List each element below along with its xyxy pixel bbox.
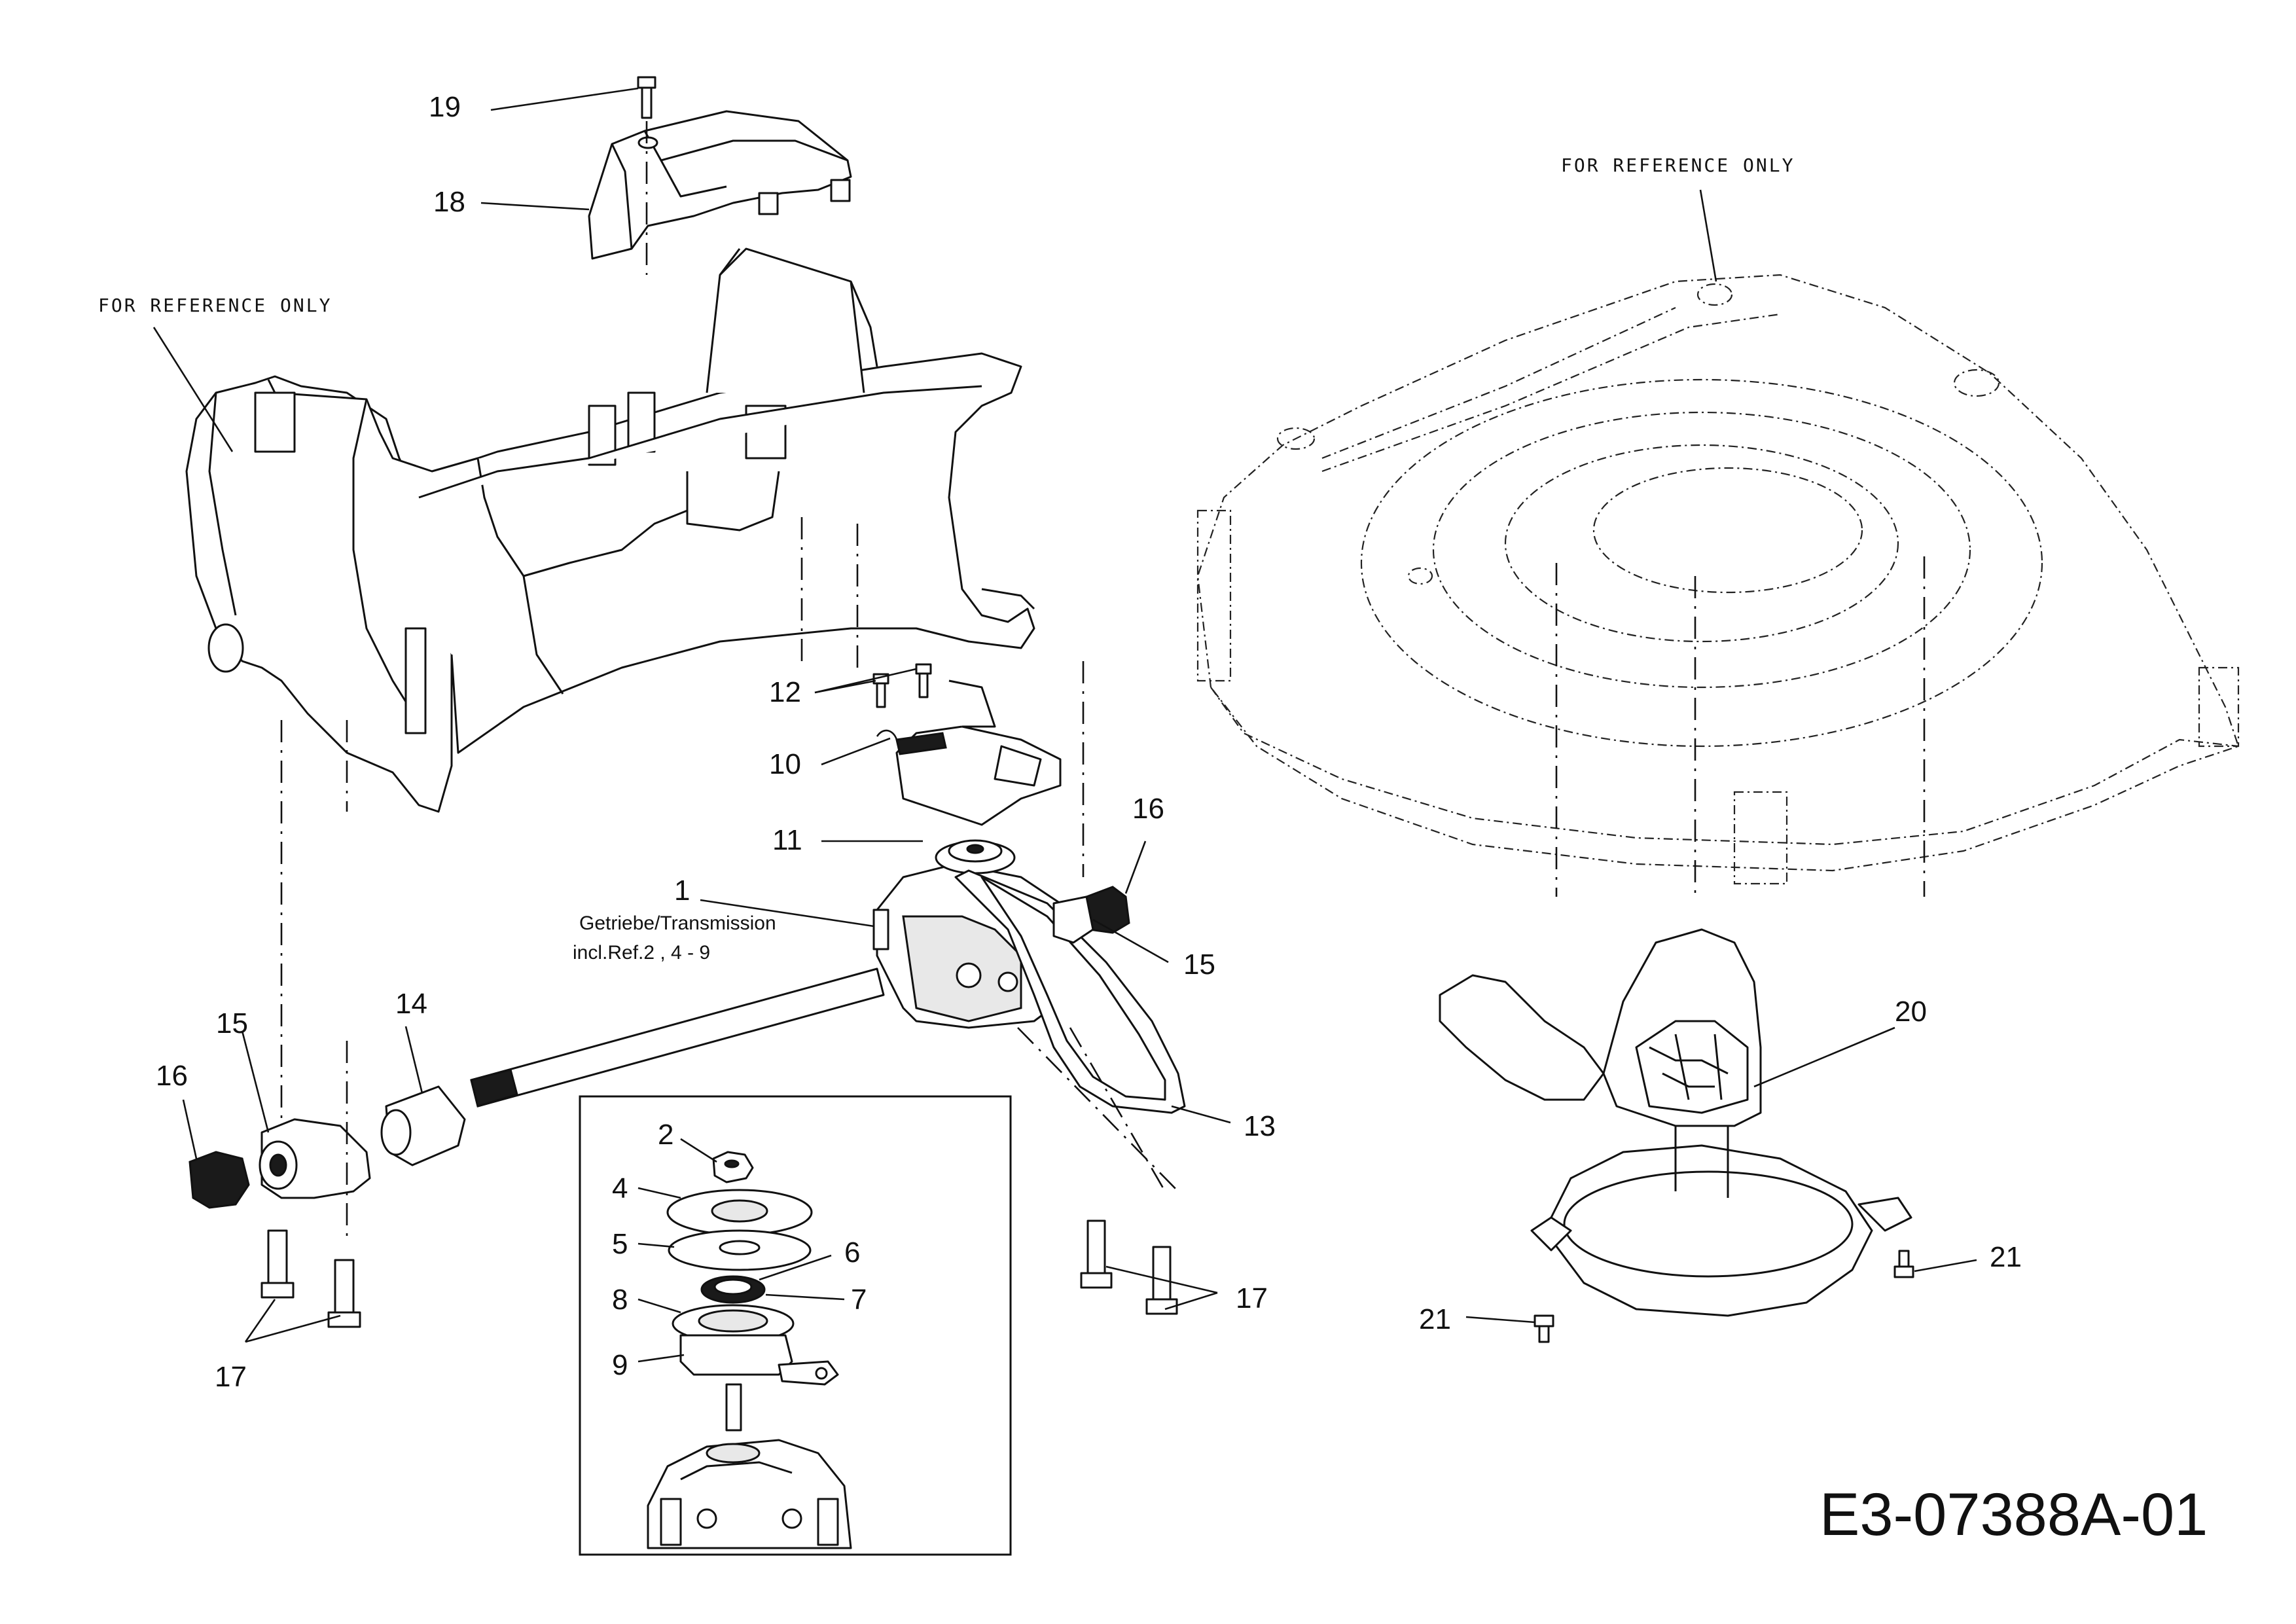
leader-line (1171, 1105, 1231, 1124)
screw-part-19 (637, 76, 656, 119)
callout-15-left: 15 (216, 1007, 248, 1039)
callout-1: 1 (674, 875, 690, 907)
callout-21-right: 21 (1990, 1241, 2022, 1273)
leader-line (245, 1314, 341, 1343)
callout-15-right: 15 (1183, 948, 1215, 981)
cover-part-18 (588, 110, 852, 260)
bolts-part-17-right (1080, 1219, 1178, 1315)
transmission-note-line2: incl.Ref.2 , 4 - 9 (573, 942, 710, 964)
leader-line (1105, 1265, 1218, 1294)
callout-11: 11 (772, 824, 802, 856)
leader-line (1124, 840, 1147, 894)
leader-line (700, 899, 874, 928)
leader-line (490, 87, 639, 111)
screw-part-21-left (1534, 1314, 1554, 1343)
callout-9: 9 (612, 1349, 628, 1381)
leader-line (404, 1026, 423, 1094)
callout-20: 20 (1895, 996, 1927, 1028)
callout-16-right: 16 (1132, 793, 1164, 825)
leader-line (637, 1354, 685, 1363)
bolts-part-17-left (260, 1229, 361, 1328)
bearing-part-15-left (259, 1118, 371, 1199)
leader-line (637, 1187, 681, 1199)
callout-5: 5 (612, 1228, 628, 1260)
bracket-part-11 (895, 679, 1062, 826)
pinion-part-16-left (188, 1151, 250, 1209)
callout-8: 8 (612, 1284, 628, 1316)
callout-2: 2 (658, 1119, 673, 1151)
callout-6: 6 (844, 1236, 860, 1269)
leader-line (680, 1138, 717, 1163)
leader-line (821, 737, 891, 766)
inset-frame (579, 1095, 1012, 1556)
callout-17-left: 17 (215, 1361, 247, 1393)
leader-line (814, 668, 917, 694)
ring-part-6-7 (700, 1275, 766, 1304)
callout-21-left: 21 (1419, 1303, 1451, 1335)
callout-14: 14 (395, 988, 427, 1020)
callout-16-left: 16 (156, 1060, 188, 1092)
leader-line (182, 1099, 198, 1159)
leader-line (765, 1293, 845, 1301)
leader-line (637, 1298, 681, 1314)
callout-17-right: 17 (1236, 1282, 1268, 1314)
leader-line (1914, 1259, 1977, 1272)
output-shaft (725, 1383, 742, 1432)
leader-line (1699, 189, 1717, 282)
gearbox-detail (647, 1439, 852, 1549)
callout-13: 13 (1244, 1110, 1276, 1142)
disc-part-5 (668, 1229, 812, 1271)
transmission-note-line1: Getriebe/Transmission (579, 912, 776, 934)
reference-note-left: FOR REFERENCE ONLY (98, 295, 332, 316)
assembly-axis (1069, 1027, 1166, 1192)
chassis-frame (185, 247, 1035, 813)
leader-line (1465, 1316, 1535, 1324)
housing-part-9 (679, 1334, 839, 1386)
axle (470, 967, 885, 1108)
callout-10: 10 (769, 748, 801, 780)
leader-line (244, 1299, 276, 1343)
inset-parts (647, 1151, 852, 1549)
screw-part-21-right (1893, 1250, 1914, 1278)
callout-4: 4 (612, 1172, 628, 1204)
deflector-part-20 (1439, 928, 1912, 1317)
reference-note-right: FOR REFERENCE ONLY (1561, 154, 1795, 176)
leader-line (637, 1242, 675, 1248)
bearing-part-15-right (1052, 895, 1094, 944)
bushing-part-14 (380, 1085, 466, 1166)
drive-belt-part-13 (954, 869, 1186, 1114)
callout-19: 19 (429, 91, 461, 123)
leader-line (759, 1254, 832, 1281)
callout-7: 7 (851, 1284, 867, 1316)
leader-line (241, 1030, 270, 1133)
screws-part-12 (872, 663, 932, 708)
nut-part-2 (712, 1151, 754, 1183)
pulley-part-4 (666, 1189, 813, 1236)
callout-12: 12 (769, 676, 801, 708)
callout-18: 18 (433, 186, 465, 218)
spring-part-10 (876, 729, 947, 755)
leader-line (1164, 1291, 1218, 1310)
leader-line (1092, 918, 1169, 964)
leader-line (1753, 1026, 1895, 1088)
mower-deck (1196, 274, 2240, 885)
document-id: E3-07388A-01 (1820, 1481, 2208, 1548)
leader-line (480, 202, 590, 211)
leader-line (152, 327, 234, 452)
